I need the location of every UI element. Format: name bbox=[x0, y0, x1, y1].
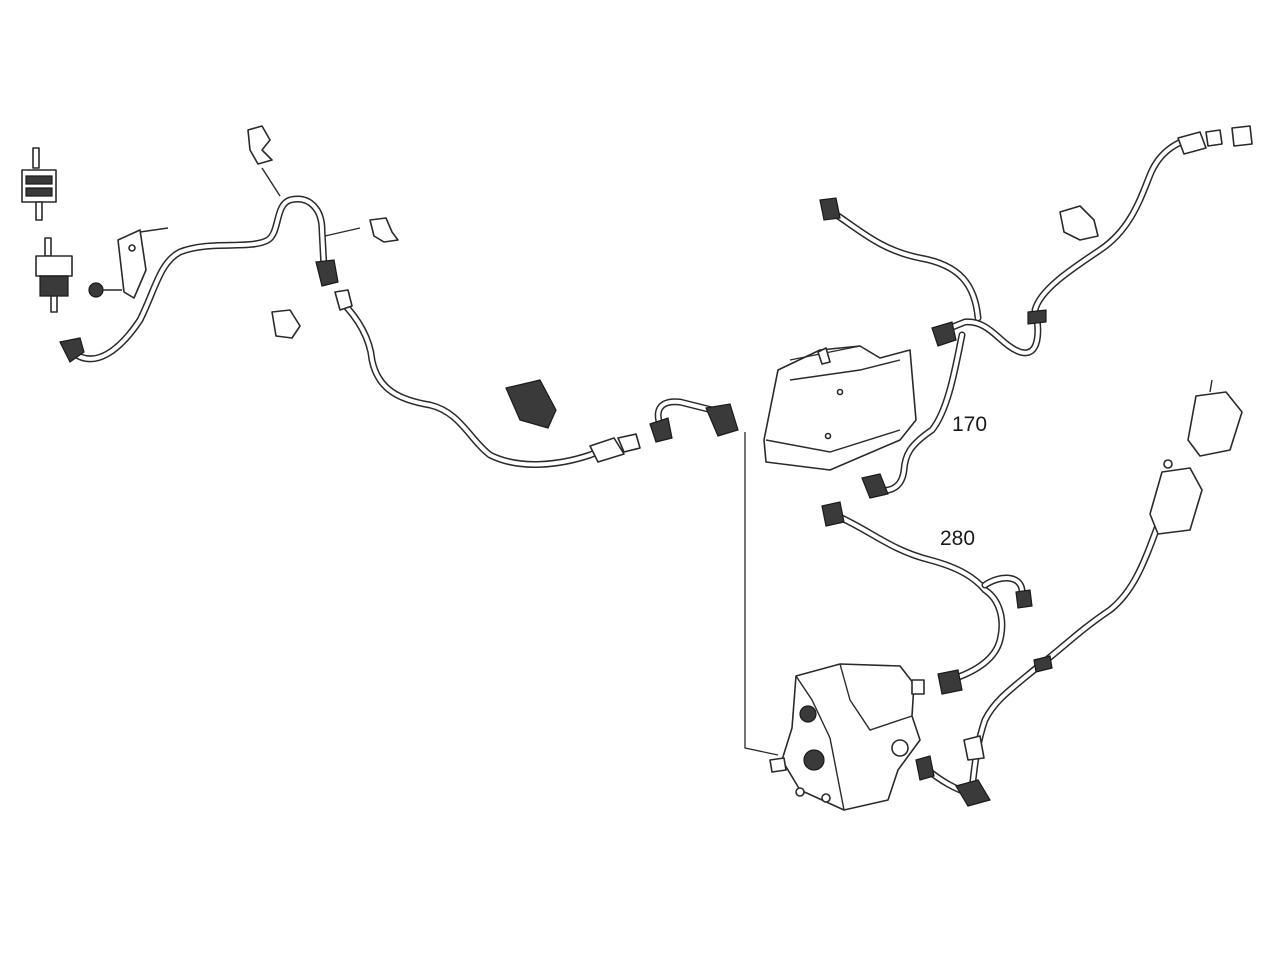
clip-mid-left bbox=[271, 309, 301, 339]
bolt bbox=[88, 282, 122, 298]
callout-label-170: 170 bbox=[952, 413, 988, 436]
fuel-tank-170 bbox=[763, 345, 917, 471]
inline-connector bbox=[589, 433, 641, 463]
mount-block bbox=[505, 379, 557, 429]
clip-right-of-hose bbox=[369, 217, 399, 243]
connector-mid-hose bbox=[315, 259, 353, 311]
hose-fittings-mid bbox=[649, 403, 739, 443]
left-hose-assembly bbox=[68, 167, 361, 363]
upper-right-hoses bbox=[828, 134, 1200, 494]
clip-upper-right bbox=[1059, 205, 1099, 241]
fitting-left-bottom bbox=[59, 337, 85, 363]
end-fittings-upper-right bbox=[1027, 125, 1253, 325]
fuel-pump bbox=[769, 663, 925, 811]
fuel-filter-upper bbox=[21, 147, 57, 221]
hose-280 bbox=[831, 511, 1026, 684]
sensor-upper bbox=[1187, 379, 1243, 457]
mounting-bracket bbox=[117, 227, 169, 299]
tank-connectors bbox=[819, 197, 957, 499]
lower-right-fittings bbox=[915, 655, 1053, 807]
hose-280-fittings bbox=[821, 501, 1033, 695]
sensor-lower bbox=[1149, 459, 1203, 535]
clip-top bbox=[247, 125, 273, 165]
fuel-filter-lower bbox=[35, 237, 73, 313]
leader-line bbox=[744, 432, 779, 756]
callout-label-280: 280 bbox=[940, 527, 976, 550]
